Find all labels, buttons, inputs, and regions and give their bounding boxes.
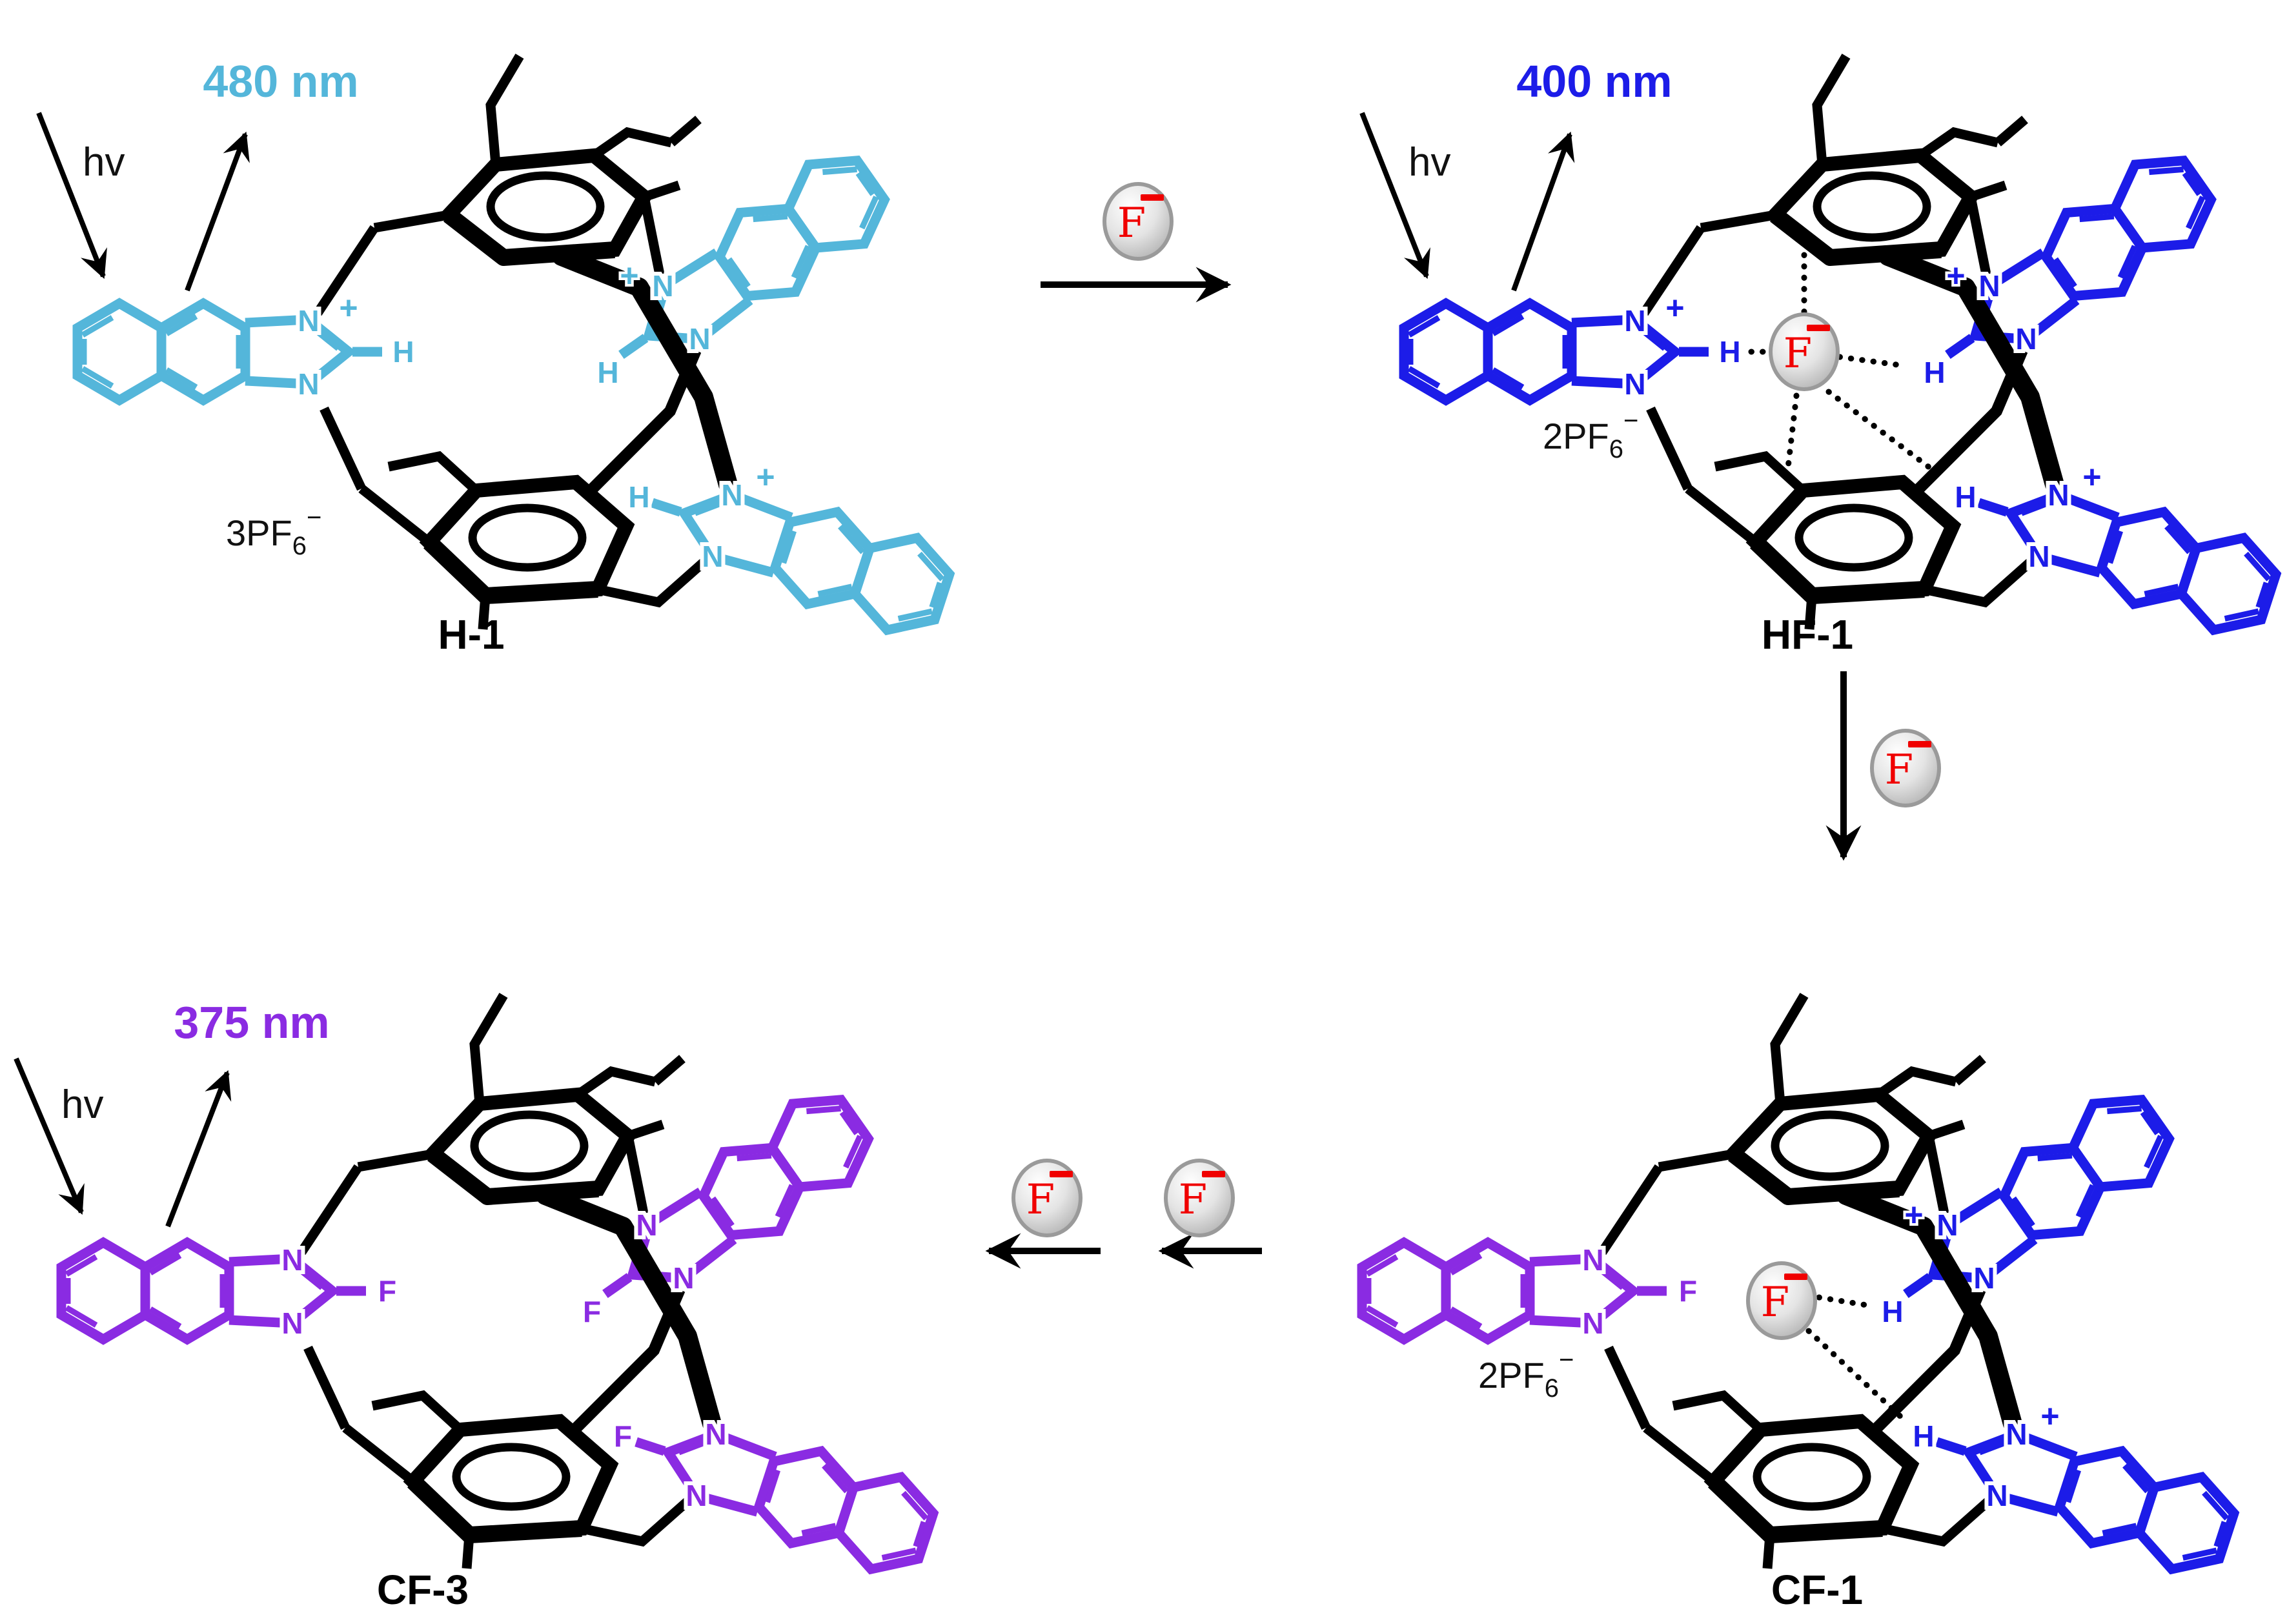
compound-CF-3: N N N N N N F F F [61,995,941,1582]
atom-N: N [2006,1417,2027,1451]
reagent-fluoride-sphere [1104,184,1172,259]
atom-N: N [1582,1306,1603,1340]
charge-plus: + [1904,1197,1923,1233]
reagent-fluoride-sphere [1872,731,1939,806]
excitation-arrow [36,112,107,279]
excitation-label: hv [83,140,125,185]
atom-N: N [1978,269,2000,303]
excitation-arrow [14,1057,85,1215]
photo-annotation-H-1: hv 480 nm [36,56,359,292]
atom-N: N [281,1243,303,1277]
atom-F-c2: F [378,1274,396,1308]
emission-arrow [185,131,250,292]
atom-N: N [1624,304,1645,338]
bound-fluoride-sphere [1748,1263,1815,1338]
emission-wavelength: 375 nm [174,997,329,1048]
emission-wavelength: 480 nm [203,56,358,107]
hbond-dots [1825,389,1946,481]
photo-annotation-CF-3: hv 375 nm [14,997,330,1228]
reagent-fluoride-sphere [1013,1161,1081,1235]
excitation-label: hv [61,1082,103,1127]
atom-H-c2: H [1882,1295,1903,1328]
atom-N: N [1986,1479,2007,1512]
compound-H-1: N N N N N N H H H + + + 3PF6− [77,56,957,643]
atom-H-c2: H [597,356,618,389]
charge-plus: + [1665,290,1684,326]
atom-N: N [673,1261,694,1295]
charge-plus: + [2040,1398,2059,1434]
charge-plus: + [339,290,358,326]
atom-N: N [1936,1208,1958,1242]
counterion-3PF6: 3PF6− [226,503,321,560]
atom-N: N [2015,322,2037,356]
hbond-dots [1836,354,1909,369]
atom-N: N [1973,1261,1995,1295]
atom-H-c2: H [1913,1419,1934,1453]
atom-N: N [2028,540,2049,573]
charge-plus: + [756,459,775,495]
compound-HF-1: N N N N N N H H H + + + 2PF6− [1404,56,2284,643]
emission-arrow [1511,131,1575,292]
compound-label-H-1: H-1 [438,611,504,658]
counterion-2PF6: 2PF6− [1543,407,1638,463]
excitation-arrow [1359,112,1430,279]
step-2-arrow-group [1825,671,1939,861]
atom-N: N [1624,367,1645,401]
atom-N: N [702,540,723,573]
hbond-dots [1816,1294,1870,1308]
atom-N: N [281,1306,303,1340]
step-1-arrow-group [1041,184,1232,303]
emission-arrow [165,1070,232,1228]
atom-N: N [686,1479,707,1512]
atom-N: N [298,304,319,338]
excitation-label: hv [1408,140,1450,185]
compound-label-HF-1: HF-1 [1762,611,1853,658]
atom-H-c2: H [628,480,649,514]
atom-H-c2: H [1955,480,1976,514]
atom-F-c2: F [614,1419,632,1453]
atom-N: N [2048,478,2069,512]
atom-N: N [298,367,319,401]
atom-N: N [636,1208,657,1242]
atom-N: N [689,322,710,356]
compound-label-CF-1: CF-1 [1771,1567,1863,1613]
compound-CF-1: N N F N N N N H H + + 2PF6− [1362,995,2242,1582]
compound-label-CF-3: CF-3 [377,1567,469,1613]
counterion-2PF6: 2PF6− [1478,1346,1574,1403]
atom-F-c2: F [583,1295,601,1328]
photo-annotation-HF-1: hv 400 nm [1359,56,1672,292]
atom-H-c2: H [1924,356,1945,389]
atom-F-c2: F [1679,1274,1697,1308]
charge-plus: + [620,258,638,294]
atom-H-c2: H [1719,335,1740,369]
hbond-dots [1805,1328,1906,1422]
charge-plus: + [1946,258,1965,294]
atom-N: N [721,478,742,512]
step-3-arrow-group [985,1161,1262,1269]
charge-plus: + [2082,459,2101,495]
atom-N: N [652,269,673,303]
reagent-fluoride-sphere [1166,1161,1233,1235]
atom-H-c2: H [392,335,414,369]
bound-fluoride-sphere [1771,314,1838,389]
atom-N: N [1582,1243,1603,1277]
emission-wavelength: 400 nm [1516,56,1672,107]
atom-N: N [705,1417,726,1451]
hbond-dots [1783,392,1800,487]
